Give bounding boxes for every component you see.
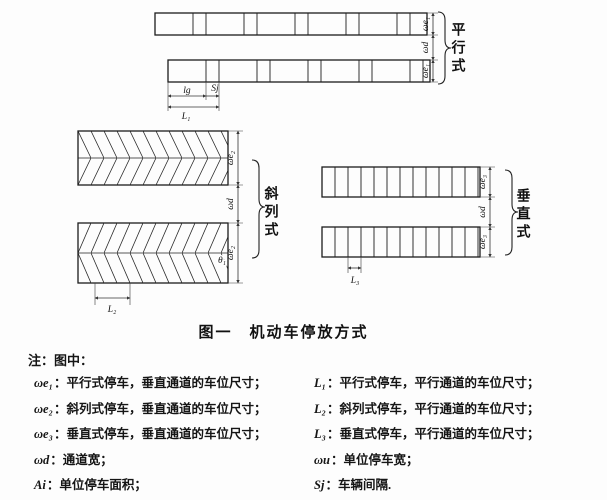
parking-diagram: lg Sj L₁ ωe₁ ωd ωe₁ 平行式 ωe₂ ωd ωe₂ θ₁ — [77, 11, 531, 315]
parallel-strip-top — [154, 12, 428, 36]
note-text: ：单位停车宽； — [331, 452, 419, 467]
note-symbol: L₃ — [314, 427, 326, 442]
note-item: ωe₃：垂直式停车，垂直通道的车位尺寸； — [34, 423, 314, 442]
parallel-parking-group: lg Sj L₁ ωe₁ ωd ωe₁ 平行式 — [154, 11, 467, 122]
dim-label-we1-bottom: ωe₁ — [421, 64, 431, 78]
note-symbol: ωu — [314, 452, 330, 467]
perpendicular-strip-bottom — [321, 226, 481, 258]
parallel-strip-bottom — [167, 59, 431, 83]
dim-label-wd-parallel: ωd — [421, 42, 431, 54]
perpendicular-type-label: 垂直式 — [515, 187, 531, 242]
figure-notes: 注：图中： ωe₁：平行式停车，垂直通道的车位尺寸； L₁：平行式停车，平行通道… — [0, 350, 607, 497]
note-item: L₂：斜列式停车，平行通道的车位尺寸； — [314, 398, 607, 417]
note-item: ωu：单位停车宽； — [314, 449, 607, 468]
angled-dimension-lines — [94, 130, 240, 300]
note-symbol: ωe₃ — [34, 427, 53, 442]
dim-label-sj: Sj — [211, 84, 219, 94]
note-symbol: Sj — [314, 478, 325, 493]
note-item: ωe₂：斜列式停车，垂直通道的车位尺寸； — [34, 398, 314, 417]
angled-extension-lines — [94, 130, 243, 305]
dim-label-we1-top: ωe₁ — [421, 17, 431, 31]
note-symbol: ωd — [34, 452, 50, 467]
note-text: ：斜列式停车，平行通道的车位尺寸； — [327, 401, 540, 416]
note-item: ωe₁：平行式停车，垂直通道的车位尺寸； — [34, 372, 314, 391]
angled-type-label: 斜列式 — [263, 185, 280, 240]
dim-label-l3: L₃ — [350, 276, 360, 286]
parallel-brace — [437, 11, 452, 85]
note-text: ：垂直式停车，垂直通道的车位尺寸； — [53, 427, 267, 442]
note-item: Ai：单位停车面积； — [34, 474, 314, 493]
perpendicular-parking-group: ωe₃ ωd ωe₃ L₃ 垂直式 — [321, 166, 531, 286]
figure-caption: 图一 机动车停放方式 — [198, 325, 369, 341]
note-symbol: ωe₁ — [34, 376, 53, 391]
note-text: ：通道宽； — [50, 452, 113, 467]
note-text: ：平行式停车，平行通道的车位尺寸； — [327, 376, 540, 391]
perpendicular-strip-bottom-dividers — [334, 227, 479, 257]
dim-label-we2-bottom: ωe₂ — [226, 245, 236, 260]
note-text: ：斜列式停车，垂直通道的车位尺寸； — [53, 401, 267, 416]
angled-strip-bottom — [77, 222, 229, 284]
note-item: L₃：垂直式停车，平行通道的车位尺寸； — [314, 423, 607, 442]
dim-label-theta1: θ₁ — [218, 256, 226, 266]
note-text: ：垂直式停车，平行通道的车位尺寸； — [327, 427, 540, 442]
perpendicular-extension-lines — [347, 166, 495, 273]
note-row: ωe₁：平行式停车，垂直通道的车位尺寸； L₁：平行式停车，平行通道的车位尺寸； — [0, 369, 607, 395]
angled-parking-group: ωe₂ ωd ωe₂ θ₁ L₂ 斜列式 — [77, 130, 280, 315]
note-row: ωe₃：垂直式停车，垂直通道的车位尺寸； L₃：垂直式停车，平行通道的车位尺寸； — [0, 420, 607, 446]
note-item: L₁：平行式停车，平行通道的车位尺寸； — [314, 372, 607, 391]
note-row: Ai：单位停车面积； Sj：车辆间隔. — [0, 471, 607, 497]
parallel-type-label: 平行式 — [450, 22, 467, 76]
note-symbol: ωe₂ — [34, 401, 53, 416]
dim-label-we3-bottom: ωe₃ — [478, 235, 488, 249]
note-item: Sj：车辆间隔. — [314, 474, 607, 493]
perpendicular-brace — [504, 169, 519, 256]
angled-strip-top — [77, 130, 229, 186]
note-text: ：单位停车面积； — [46, 478, 147, 493]
note-text: ：车辆间隔. — [325, 478, 392, 493]
note-row: ωd：通道宽； ωu：单位停车宽； — [0, 446, 607, 472]
dim-label-wd-angled: ωd — [226, 198, 236, 210]
note-symbol: L₂ — [314, 401, 326, 416]
dim-label-we3-top: ωe₃ — [478, 175, 488, 189]
dim-label-l2: L₂ — [107, 305, 117, 314]
notes-heading: 注：图中： — [28, 353, 94, 368]
dim-label-wd-perpendicular: ωd — [478, 206, 488, 218]
note-symbol: L₁ — [314, 376, 326, 391]
dim-label-we2-top: ωe₂ — [226, 150, 236, 165]
dim-label-lg: lg — [183, 86, 191, 96]
perpendicular-strip-top-dividers — [334, 167, 479, 197]
note-item: ωd：通道宽； — [34, 449, 314, 468]
note-symbol: Ai — [34, 478, 46, 493]
perpendicular-dimension-lines — [347, 166, 492, 270]
note-text: ：平行式停车，垂直通道的车位尺寸； — [53, 376, 267, 391]
parallel-strip-top-dividers — [192, 13, 411, 35]
parallel-strip-bottom-dividers — [205, 60, 424, 82]
note-row: ωe₂：斜列式停车，垂直通道的车位尺寸； L₂：斜列式停车，平行通道的车位尺寸； — [0, 395, 607, 421]
perpendicular-strip-top — [321, 166, 481, 198]
parallel-dimension-lines — [167, 12, 435, 109]
dim-label-l1: L₁ — [181, 112, 191, 122]
angled-brace — [251, 159, 266, 259]
